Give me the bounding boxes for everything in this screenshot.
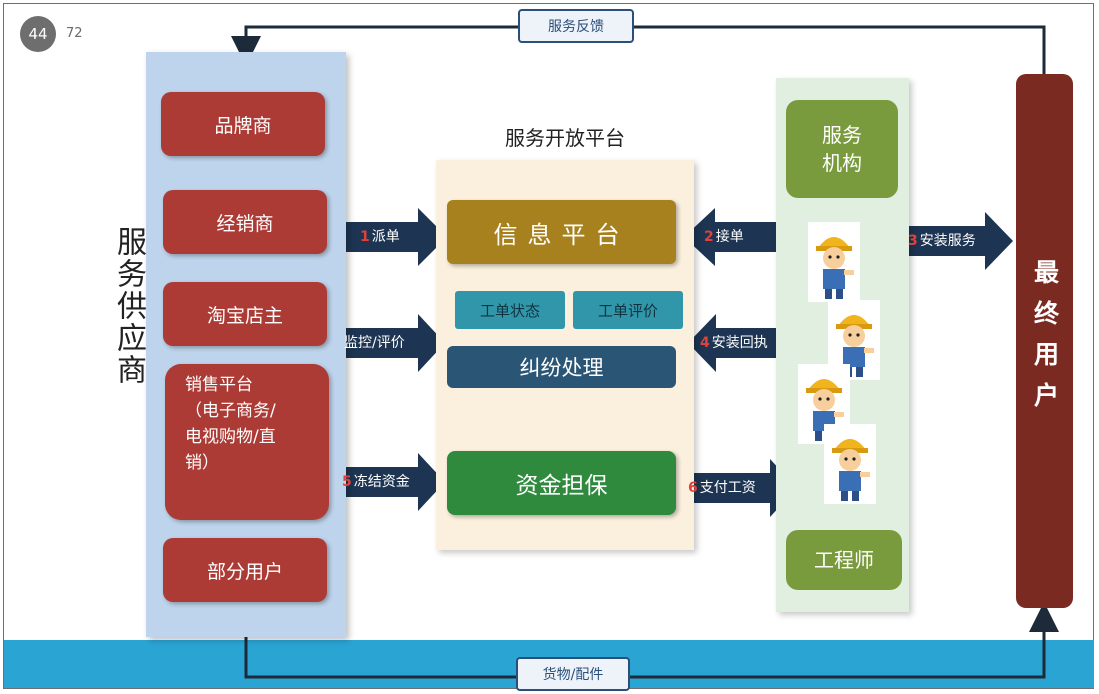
order-status: 工单状态: [455, 291, 565, 329]
service-org: 服务 机构: [786, 100, 898, 198]
supplier-partial-users: 部分用户: [163, 538, 327, 602]
engineer: 工程师: [786, 530, 902, 590]
fund-escrow: 资金担保: [447, 451, 676, 515]
receipt-arrow: [688, 314, 800, 372]
pay-arrow: [682, 459, 797, 517]
goods-line: [244, 602, 1059, 679]
receipt-num: 4: [700, 335, 710, 351]
monitor-label: 监控/评价: [344, 335, 405, 351]
accept-num: 2: [704, 229, 714, 245]
supplier-sales-platform: 销售平台 （电子商务/ 电视购物/直 销）: [165, 364, 329, 520]
install-arrow: [900, 212, 1013, 270]
dispute-handling: 纠纷处理: [447, 346, 676, 388]
freeze-arrow: [336, 453, 445, 511]
platform-title: 服务开放平台: [505, 126, 625, 150]
accept-text: 接单: [715, 229, 744, 245]
freeze-text: 冻结资金: [353, 474, 410, 490]
feedback-label: 服务反馈: [518, 9, 634, 43]
dispatch-arrow: [340, 208, 447, 266]
page-number-badge: 44: [20, 16, 56, 52]
install-num: 3: [908, 233, 918, 249]
accept-arrow: [684, 208, 795, 266]
suppliers-title: 服务供应商: [111, 226, 146, 386]
receipt-text: 安装回执: [711, 335, 768, 351]
pay-num: 6: [688, 480, 698, 496]
end-user-bar: 最终用户: [1016, 74, 1073, 608]
goods-label: 货物/配件: [516, 657, 630, 691]
info-platform: 信息平台: [447, 200, 676, 264]
monitor-arrow: [336, 314, 445, 372]
order-review: 工单评价: [573, 291, 683, 329]
page-total: 72: [66, 26, 83, 41]
supplier-brand: 品牌商: [161, 92, 325, 156]
worker-icon: [808, 222, 860, 302]
dispatch-num: 1: [360, 229, 370, 245]
dispatch-text: 派单: [371, 229, 400, 245]
worker-icon: [824, 424, 876, 504]
end-user-label: 最终用户: [1030, 259, 1060, 423]
pay-text: 支付工资: [699, 480, 756, 496]
feedback-line: [231, 25, 1046, 74]
install-text: 安装服务: [919, 233, 976, 249]
supplier-distributor: 经销商: [163, 190, 327, 254]
supplier-taobao: 淘宝店主: [163, 282, 327, 346]
freeze-num: 5: [342, 474, 352, 490]
